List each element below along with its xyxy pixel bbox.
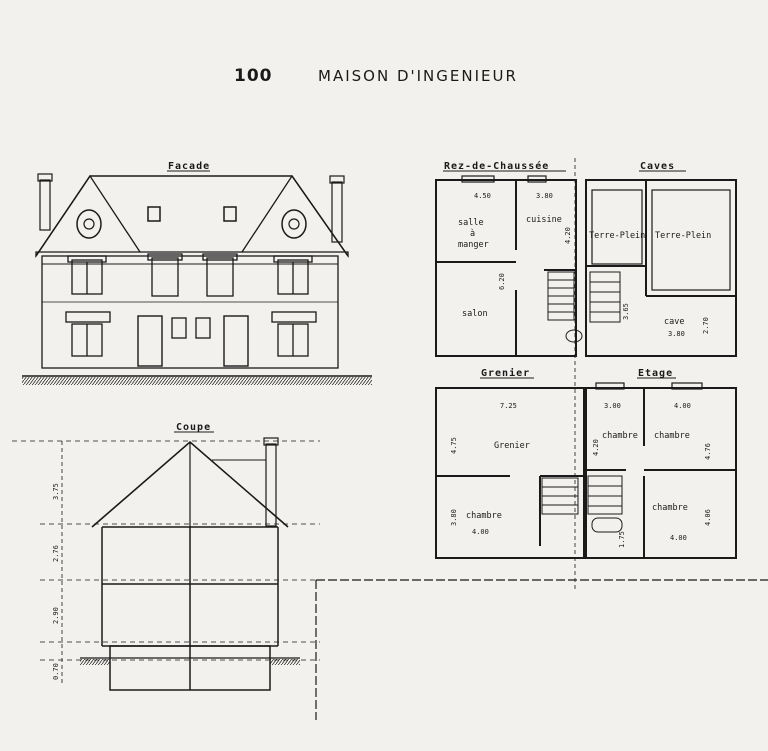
coupe-label: Coupe	[176, 422, 211, 433]
plate-title: MAISON D'INGENIEUR	[318, 67, 518, 85]
grenier-room-chambre: chambre	[466, 511, 502, 521]
dormer-window-right	[223, 206, 237, 222]
grenier-room-grenier: Grenier	[494, 441, 530, 451]
caves-room-terre-plein-2: Terre-Plein	[655, 231, 711, 241]
plan-rez-de-chaussee: Rez-de-Chaussée salle à manger cuisine s…	[435, 158, 583, 590]
etage-room-chambre-1: chambre	[602, 431, 638, 441]
facade-roof	[35, 175, 349, 257]
plate-number: 100	[234, 66, 273, 86]
balcony-right	[271, 311, 317, 323]
grenier-dim-3: 3.80	[450, 509, 458, 526]
rez-room-salon: salon	[462, 309, 488, 319]
grenier-stair	[541, 477, 579, 515]
etage-room-chambre-3: chambre	[652, 503, 688, 513]
etage-dim-6: 1.75	[618, 531, 626, 548]
caves-room-cave: cave	[664, 317, 684, 327]
coupe-dim-3: 2.90	[52, 607, 60, 624]
plan-etage: Etage chambre chambre chambre 3.00 4.00 …	[585, 368, 737, 559]
lower-windows	[71, 317, 309, 357]
etage-dim-2: 4.00	[674, 402, 691, 410]
grenier-walls	[435, 387, 585, 559]
gable-ornament-right	[281, 209, 307, 239]
etage-label: Etage	[638, 368, 673, 379]
grenier-dim-1: 7.25	[500, 402, 517, 410]
dormer-window-left	[147, 206, 161, 222]
rez-stair	[547, 271, 583, 343]
section-chimney	[265, 443, 277, 527]
facade-ground	[22, 377, 372, 385]
upper-windows	[67, 253, 313, 297]
caves-label: Caves	[640, 161, 675, 172]
caves-room-terre-plein-1: Terre-Plein	[589, 231, 645, 241]
grenier-dim-4: 4.00	[472, 528, 489, 536]
etage-dim-4: 4.76	[704, 443, 712, 460]
section-structure	[101, 526, 279, 691]
facade-elevation: Facade	[22, 161, 372, 385]
grenier-dim-2: 4.75	[450, 437, 458, 454]
caves-dim-1: 3.65	[622, 303, 630, 320]
gable-left	[35, 174, 142, 259]
coupe-dim-2: 2.76	[52, 545, 60, 562]
etage-walls	[585, 387, 737, 559]
caves-stair	[589, 271, 621, 323]
rez-label: Rez-de-Chaussée	[444, 160, 549, 172]
rez-room-a: à	[470, 229, 475, 239]
coupe-dim-1: 3.75	[52, 483, 60, 500]
facade-label: Facade	[168, 161, 210, 172]
rez-room-salle: salle	[458, 218, 484, 228]
rez-dim-4: 6.20	[498, 273, 506, 290]
balcony-left	[65, 311, 111, 323]
rez-dim-2: 3.80	[536, 192, 553, 200]
caves-dim-2: 2.70	[702, 317, 710, 334]
gable-ornament-left	[76, 209, 102, 239]
plan-grenier: Grenier Grenier chambre 7.25 4.75 3.80 4…	[435, 367, 585, 559]
etage-dim-7: 4.00	[670, 534, 687, 542]
section-drawing: Coupe 3.75 2.76 2.90 0.70	[12, 422, 320, 691]
chimney-right	[331, 181, 343, 243]
rez-dim-1: 4.50	[474, 192, 491, 200]
grenier-label: Grenier	[481, 367, 530, 379]
door-right	[223, 315, 249, 367]
door-left	[137, 315, 163, 367]
etage-dim-5: 4.06	[704, 509, 712, 526]
rez-walls	[435, 179, 577, 357]
plate-header: 100 MAISON D'INGENIEUR	[0, 66, 768, 90]
etage-stair	[587, 475, 623, 533]
plan-caves: Caves Terre-Plein Terre-Plein cave 3.65 …	[585, 161, 737, 357]
etage-room-chambre-2: chambre	[654, 431, 690, 441]
chimney-left	[39, 179, 51, 231]
rez-room-manger: manger	[458, 240, 489, 250]
coupe-dim-4: 0.70	[52, 663, 60, 680]
etage-dim-3: 4.20	[592, 439, 600, 456]
rez-room-cuisine: cuisine	[526, 215, 562, 225]
rez-dim-3: 4.20	[564, 227, 572, 244]
facade-wall	[41, 255, 339, 369]
caves-walls	[585, 179, 737, 357]
etage-dim-1: 3.00	[604, 402, 621, 410]
caves-dim-3: 3.80	[668, 330, 685, 338]
